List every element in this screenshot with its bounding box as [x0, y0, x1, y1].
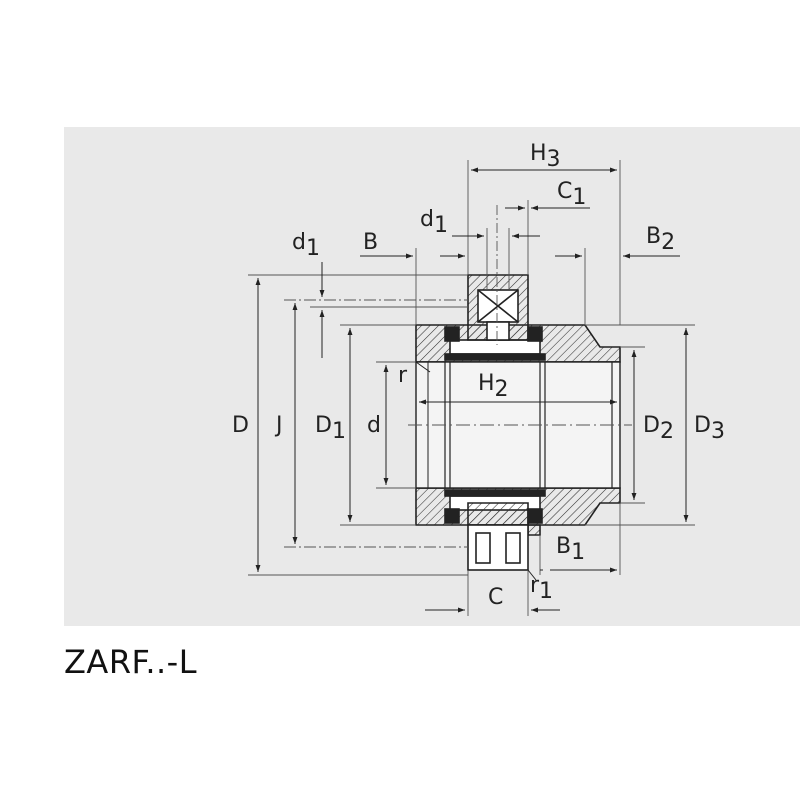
seal-right-bottom: [527, 508, 543, 524]
dimension-labels: H3 C1 d1 B2 d1 B r H2 D J D1 d D2 D3 B1 …: [232, 141, 725, 610]
seal-left-top: [444, 326, 460, 342]
label-d1-left: d1: [292, 230, 320, 261]
label-d2: D2: [643, 413, 674, 444]
label-h2: H2: [478, 371, 509, 402]
label-r1: r1: [530, 573, 553, 604]
label-c1: C1: [557, 179, 586, 210]
bearing-section-drawing: H3 C1 d1 B2 d1 B r H2 D J D1 d D2 D3 B1 …: [64, 127, 800, 626]
dimension-lines: [255, 167, 689, 613]
label-c: C: [488, 585, 503, 610]
label-d1-top: d1: [420, 207, 448, 238]
label-d-bore: d: [367, 413, 381, 438]
label-d1: D1: [315, 413, 346, 444]
seal-right-top: [527, 326, 543, 342]
roller-row-top: [449, 339, 541, 355]
label-d-outer: D: [232, 413, 249, 438]
extension-lines: [248, 160, 695, 616]
seal-left-bottom: [444, 508, 460, 524]
label-j: J: [274, 413, 283, 438]
label-h3: H3: [530, 141, 561, 172]
label-r: r: [398, 363, 408, 388]
bearing-drawing-panel: H3 C1 d1 B2 d1 B r H2 D J D1 d D2 D3 B1 …: [64, 127, 800, 626]
label-b2: B2: [646, 224, 675, 255]
product-caption: ZARF..-L: [64, 643, 198, 681]
label-b1: B1: [556, 534, 585, 565]
label-b: B: [363, 230, 378, 255]
label-d3: D3: [694, 413, 725, 444]
